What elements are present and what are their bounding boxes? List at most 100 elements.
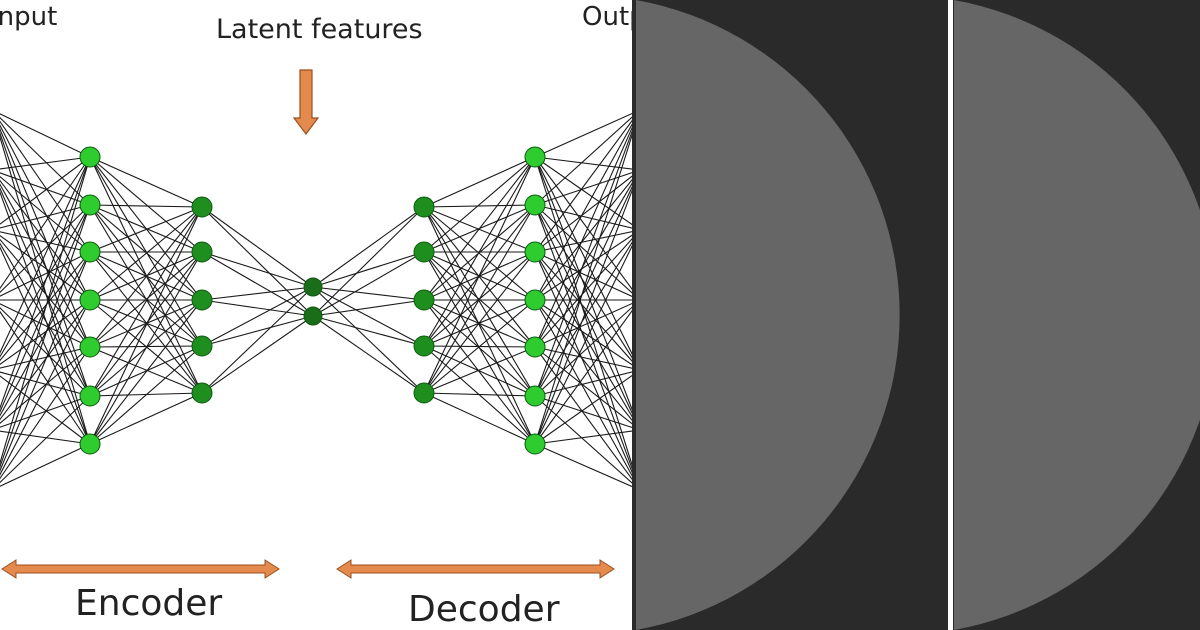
network-node xyxy=(79,385,101,407)
network-edge xyxy=(534,241,632,397)
network-edge xyxy=(0,156,91,354)
semicircle-left xyxy=(636,0,900,630)
network-node xyxy=(524,385,546,407)
network-edge xyxy=(534,306,632,397)
network-edge xyxy=(534,245,632,445)
network-edge xyxy=(534,395,632,484)
network-edge xyxy=(0,156,91,465)
network-edge xyxy=(534,116,632,206)
latent-features-label: Latent features xyxy=(216,14,423,45)
network-edge xyxy=(423,206,536,348)
network-edge xyxy=(534,133,632,445)
network-edge xyxy=(312,251,425,317)
network-edge xyxy=(423,204,536,394)
encoder-span-arrow xyxy=(1,559,280,579)
network-edge xyxy=(89,346,203,394)
network-node xyxy=(413,289,435,311)
network-edge xyxy=(312,315,425,394)
network-edge xyxy=(0,246,91,445)
network-edge xyxy=(0,187,91,397)
network-edge xyxy=(423,299,536,445)
network-node xyxy=(524,433,546,455)
network-edge xyxy=(0,204,91,469)
input-label: Input xyxy=(0,2,58,32)
network-node xyxy=(413,382,435,404)
network-node xyxy=(79,336,101,358)
network-edge xyxy=(0,443,91,487)
network-edge xyxy=(0,179,91,301)
network-edge xyxy=(201,315,314,347)
network-edge xyxy=(534,172,632,206)
network-edge xyxy=(0,124,91,301)
network-edge xyxy=(0,238,91,348)
network-node xyxy=(413,335,435,357)
network-edge xyxy=(201,299,314,317)
network-node xyxy=(524,336,546,358)
network-edge xyxy=(89,206,203,253)
network-edge xyxy=(201,286,314,301)
network-edge xyxy=(534,179,632,301)
network-edge xyxy=(201,251,314,288)
network-edge xyxy=(312,251,425,288)
network-edge xyxy=(312,299,425,317)
network-edge xyxy=(534,346,632,481)
network-edge xyxy=(0,299,91,365)
network-edge xyxy=(423,392,536,397)
network-edge xyxy=(0,346,91,424)
network-edge xyxy=(423,156,536,253)
network-edge xyxy=(312,286,425,347)
network-node xyxy=(79,194,101,216)
diagram-arrows xyxy=(1,69,615,579)
decoder-label: Decoder xyxy=(408,589,560,630)
network-edge xyxy=(534,371,632,397)
network-edge xyxy=(423,204,536,208)
network-edge xyxy=(0,156,91,170)
network-edge xyxy=(423,206,536,253)
network-edge xyxy=(0,204,91,358)
network-edge xyxy=(0,131,91,397)
network-edge xyxy=(0,346,91,369)
network-edge xyxy=(534,185,632,397)
network-edge xyxy=(423,299,536,397)
network-node xyxy=(191,196,213,218)
network-edge xyxy=(534,346,632,369)
network-edge xyxy=(0,299,91,421)
network-edge xyxy=(0,251,91,297)
network-edge xyxy=(0,395,91,484)
network-node xyxy=(524,194,546,216)
network-edge xyxy=(89,345,203,348)
network-node xyxy=(191,335,213,357)
network-node xyxy=(79,146,101,168)
network-edge xyxy=(0,204,91,229)
network-edge xyxy=(312,206,425,288)
network-edge xyxy=(0,190,91,445)
network-edge xyxy=(534,204,632,359)
network-edge xyxy=(0,175,91,253)
network-edge xyxy=(89,251,203,445)
network-edge xyxy=(201,206,314,317)
network-edge xyxy=(89,156,203,208)
network-edge xyxy=(534,126,632,348)
network-edge xyxy=(534,204,632,470)
autoencoder-diagram: Input Output Latent features Encoder Dec… xyxy=(0,0,632,630)
network-edge xyxy=(312,206,425,317)
network-edge xyxy=(89,206,203,397)
network-edge xyxy=(0,204,91,414)
network-edge xyxy=(534,156,632,411)
network-edge xyxy=(534,302,632,348)
network-edge xyxy=(423,156,536,394)
network-edge xyxy=(534,251,632,362)
latent-down-arrow xyxy=(292,69,320,135)
network-edge xyxy=(534,430,632,445)
network-edge xyxy=(0,430,91,445)
network-edge xyxy=(0,204,91,294)
network-edge xyxy=(312,286,425,394)
network-edge xyxy=(0,113,91,158)
network-node xyxy=(191,241,213,263)
network-edge xyxy=(534,156,632,356)
network-edge xyxy=(0,395,91,428)
network-edge xyxy=(534,130,632,397)
network-edge xyxy=(423,392,536,445)
network-edge xyxy=(534,238,632,348)
network-edge xyxy=(0,371,91,397)
